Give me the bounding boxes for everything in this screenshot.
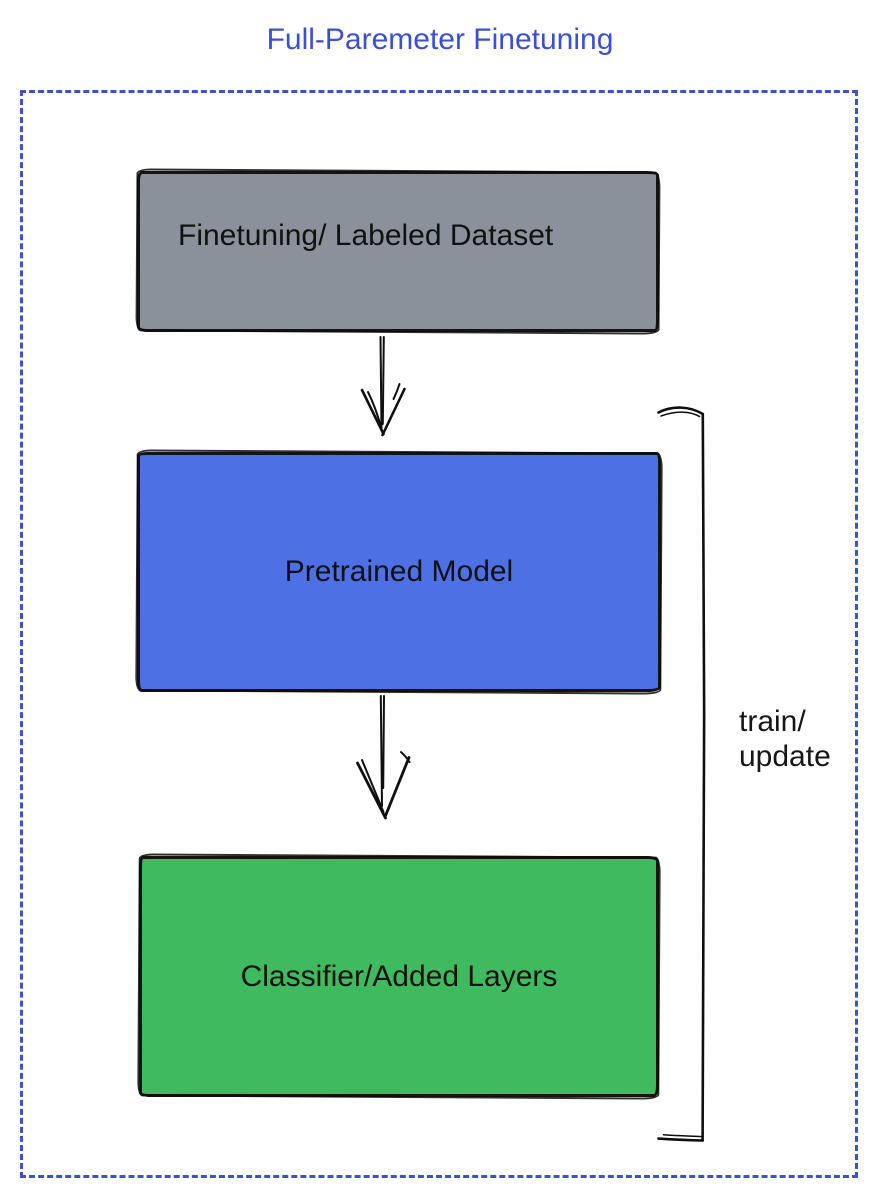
train-update-label-line1: train/ [739,705,806,738]
classifier-added-layers-label: Classifier/Added Layers [240,959,558,993]
dotted-frame [20,90,858,1178]
pretrained-model-box: Pretrained Model [137,452,661,692]
pretrained-model-label: Pretrained Model [284,555,514,588]
train-update-label-line2: update [739,740,831,773]
finetuning-dataset-label: Finetuning/ Labeled Dataset [178,219,554,252]
diagram-title: Full-Paremeter Finetuning [266,23,614,56]
classifier-added-layers-box: Classifier/Added Layers [139,856,659,1097]
finetuning-dataset-box: Finetuning/ Labeled Dataset [137,171,659,332]
train-update-label: train/ update [739,704,831,774]
